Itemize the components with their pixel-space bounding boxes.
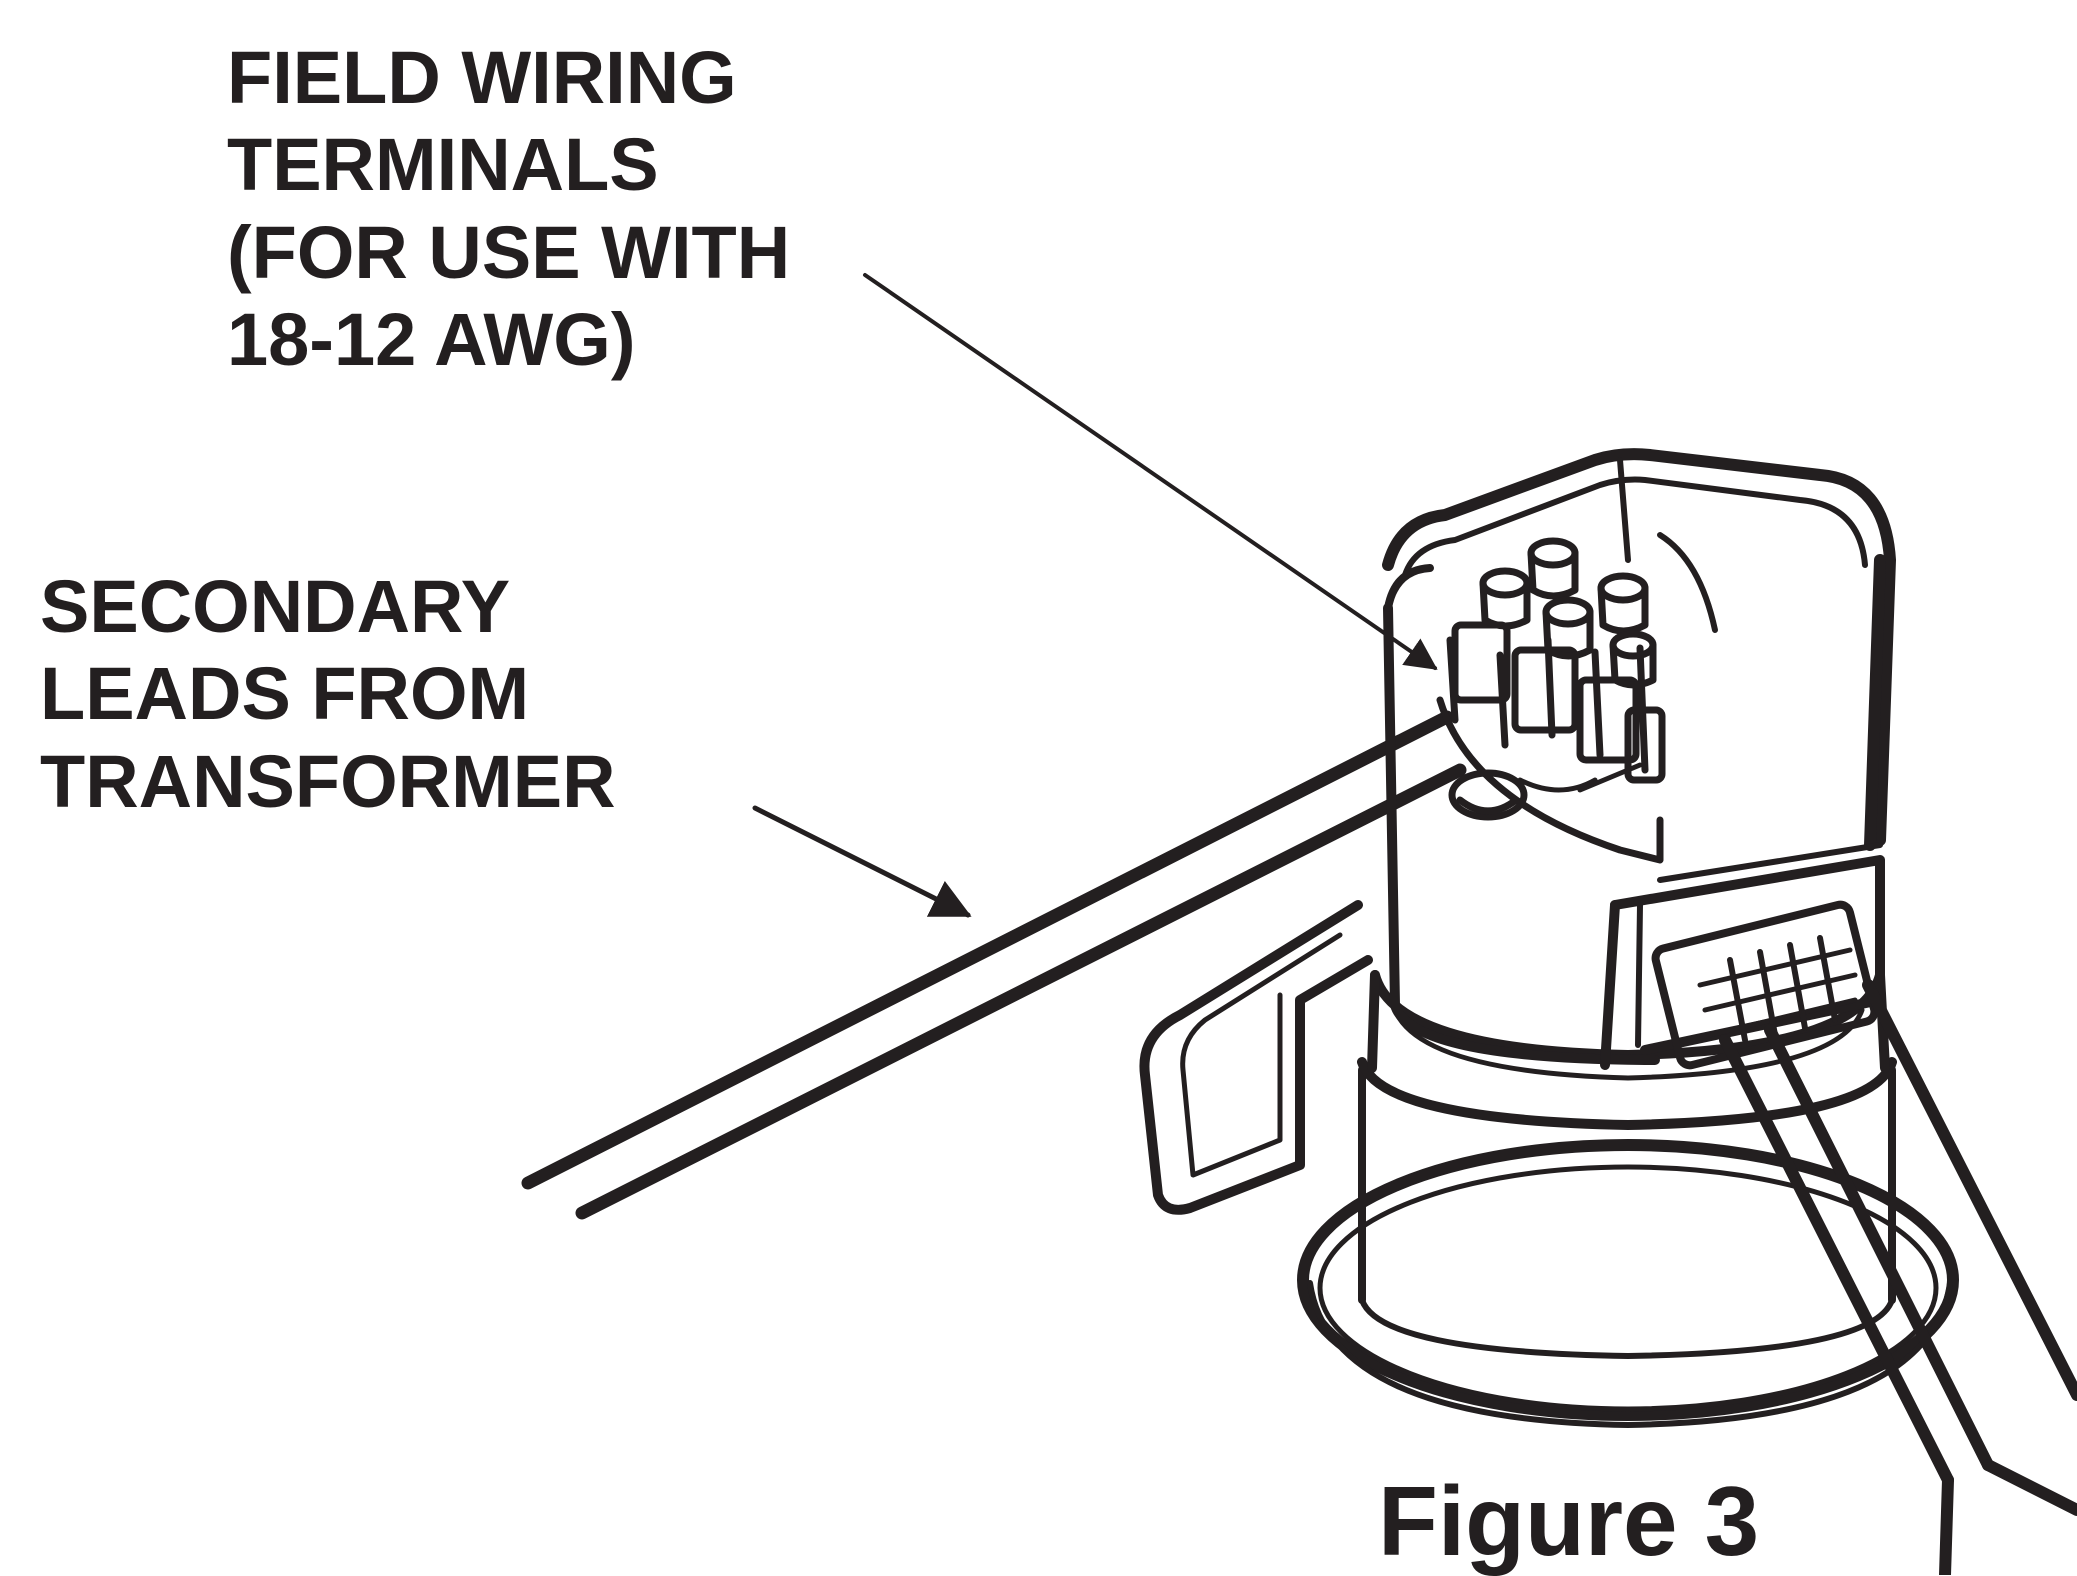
secondary-leads-label: SECONDARY LEADS FROM TRANSFORMER — [40, 563, 616, 825]
secondary-lead-wires — [521, 710, 1467, 1220]
field-wiring-line-3: (FOR USE WITH — [227, 210, 791, 294]
secondary-lead-wire-2 — [575, 763, 1467, 1220]
trim-flange — [1297, 1139, 1959, 1428]
conduit-leads — [1719, 979, 2077, 1575]
figure-caption: Figure 3 — [1378, 1466, 1760, 1576]
field-wiring-terminal-block — [1436, 621, 1666, 864]
secondary-leads-leader-arrow — [752, 805, 972, 918]
field-wiring-line-2: TERMINALS — [227, 123, 659, 207]
terminal-screw-posts — [1479, 537, 1657, 689]
field-wiring-line-1: FIELD WIRING — [227, 36, 737, 119]
field-wiring-line-4: 18-12 AWG) — [227, 297, 636, 381]
field-terminals-leader-arrow — [863, 273, 1438, 670]
secondary-lead-wire-1 — [521, 710, 1454, 1190]
box-side-panel — [1600, 842, 1885, 1070]
ground-screw — [1448, 762, 1643, 821]
field-wiring-terminals-label: FIELD WIRING TERMINALS (FOR USE WITH 18-… — [227, 34, 790, 383]
secondary-leads-line-1: SECONDARY — [40, 565, 511, 648]
secondary-leads-line-2: LEADS FROM — [40, 652, 530, 736]
mounting-spring-clip — [1139, 900, 1373, 1215]
secondary-leads-line-3: TRANSFORMER — [40, 739, 616, 823]
